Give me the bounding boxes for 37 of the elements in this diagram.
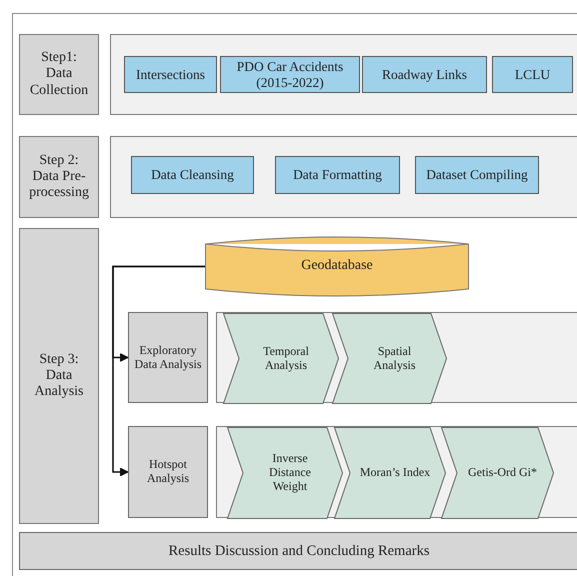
data-box xyxy=(220,56,360,93)
box-label: Inverse Distance Weight xyxy=(268,452,312,494)
box-label: Geodatabase xyxy=(301,258,373,275)
stage-panel xyxy=(110,34,577,115)
box-label: Exploratory Data Analysis xyxy=(134,344,202,372)
data-box xyxy=(415,156,539,194)
box-label: LCLU xyxy=(514,66,550,82)
data-box xyxy=(131,156,254,194)
step-label-box xyxy=(19,136,99,218)
stage-panel xyxy=(216,426,577,518)
data-box xyxy=(275,156,400,194)
box-label: Moran’s Index xyxy=(358,466,432,480)
method-box xyxy=(128,426,208,518)
stage-panel xyxy=(216,312,577,403)
stage-panel xyxy=(110,136,577,218)
step-label-box xyxy=(19,228,99,524)
box-label: Temporal Analysis xyxy=(262,344,310,372)
box-label: Data Cleansing xyxy=(151,167,234,183)
conclusion-text: Results Discussion and Concluding Remarks xyxy=(168,542,430,560)
data-box xyxy=(362,56,487,93)
box-label: Getis-Ord Gi* xyxy=(467,466,538,480)
step-title: Step 3: Data Analysis xyxy=(34,352,84,400)
data-box xyxy=(492,56,573,93)
data-box xyxy=(124,56,217,93)
step-title: Step 2: Data Pre-processing xyxy=(29,152,89,202)
method-box xyxy=(128,312,208,403)
conclusion-box xyxy=(19,532,577,570)
box-label: Dataset Compiling xyxy=(426,167,528,183)
box-label: Hotspot Analysis xyxy=(146,458,190,486)
step-title: Step1: Data Collection xyxy=(30,50,88,99)
box-label: Roadway Links xyxy=(382,66,468,82)
box-label: Spatial Analysis xyxy=(372,344,416,372)
step-label-box xyxy=(19,34,99,115)
box-label: Intersections xyxy=(136,66,205,82)
connector-arrow xyxy=(112,266,205,476)
box-label: PDO Car Accidents (2015-2022) xyxy=(236,58,344,90)
box-label: Data Formatting xyxy=(293,167,382,183)
